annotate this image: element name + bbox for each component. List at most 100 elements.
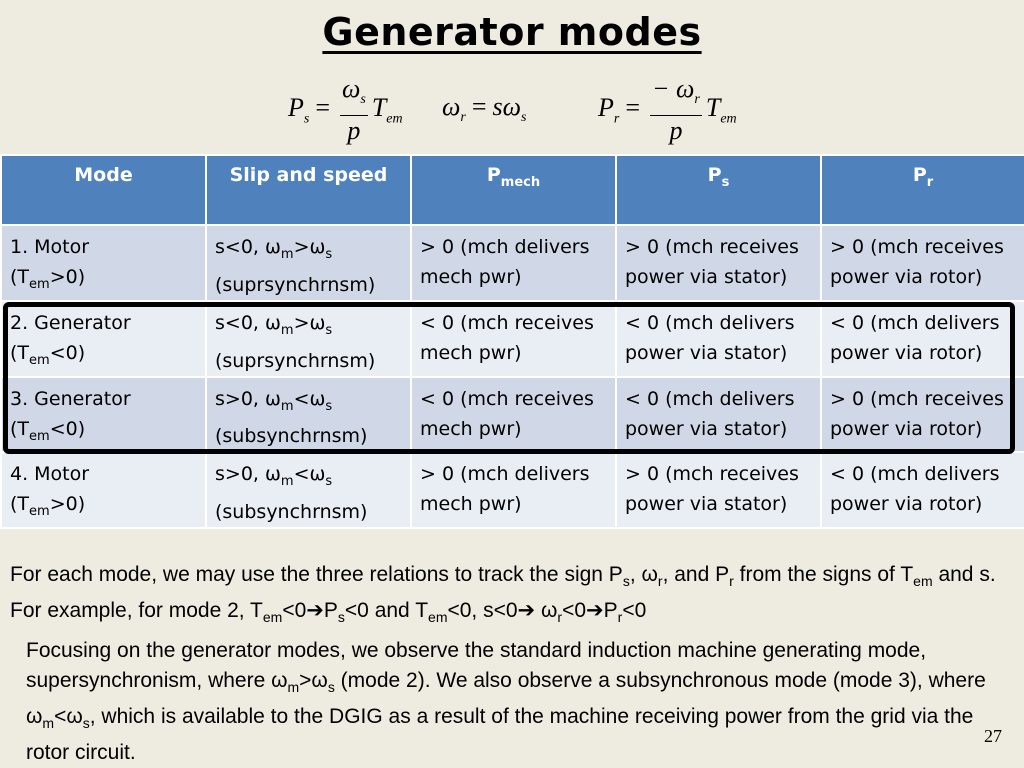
slip-a: s>0, ω — [215, 463, 281, 486]
p1-t1: For each mode, we may use the three rela… — [10, 563, 623, 586]
slip-a: s>0, ω — [215, 387, 281, 410]
p1-s4: em — [913, 573, 933, 590]
table-header-row: Mode Slip and speed Pmech Ps Pr — [0, 154, 1024, 226]
slip-sub-s: s — [325, 246, 333, 262]
cell-slip-speed: s>0, ωm<ωs(subsynchrnsm) — [205, 375, 412, 454]
eq1-lhs-sub: s — [303, 111, 310, 127]
slip-a: s<0, ω — [215, 311, 281, 334]
eq2-equals: = — [471, 92, 487, 121]
cell-pr: > 0 (mch receives power via rotor) — [820, 224, 1024, 302]
eq1-num-text: ω — [342, 74, 361, 103]
slip-b: <ω — [293, 387, 326, 410]
cell-ps: > 0 (mch receives power via stator) — [615, 224, 822, 302]
slip-regime: (suprsynchrnsm) — [215, 273, 376, 296]
mode-name: 4. Motor — [10, 463, 90, 486]
cell-pmech: > 0 (mch delivers mech pwr) — [410, 224, 617, 302]
header-pmech: Pmech — [410, 154, 617, 226]
eq3-lhs-sub: r — [613, 111, 620, 127]
eq3-torque-sub: em — [720, 111, 737, 127]
eq1-num-sub: s — [360, 92, 366, 108]
header-pr: Pr — [820, 154, 1024, 226]
p1-t8: <0 and T — [344, 599, 429, 623]
cell-ps: > 0 (mch receives power via stator) — [615, 451, 822, 530]
mode-name: 2. Generator — [10, 311, 131, 334]
p2-t2: >ω — [299, 669, 328, 692]
slip-sub-m: m — [280, 474, 294, 490]
p1-t12: P — [603, 599, 618, 623]
cell-pmech: < 0 (mch receives mech pwr) — [410, 375, 617, 454]
p1-s2: r — [657, 573, 663, 590]
mode-name: 1. Motor — [10, 236, 90, 258]
cell-slip-speed: s>0, ωm<ωs(subsynchrnsm) — [205, 451, 412, 530]
eq3-num-text: − ω — [652, 74, 695, 103]
header-pr-text: P — [912, 164, 927, 186]
eq3-numerator: − ωr — [650, 74, 702, 117]
p2-s1: m — [287, 679, 300, 696]
cell-mode: 3. Generator(Tem<0) — [0, 375, 207, 454]
explanation-paragraph: For each mode, we may use the three rela… — [10, 560, 1020, 632]
p1-t6: <0 — [282, 599, 307, 623]
p1-s8: em — [428, 609, 448, 626]
p2-t4: <ω — [54, 705, 83, 729]
slip-sub-m: m — [280, 398, 294, 414]
slip-b: >ω — [293, 311, 326, 334]
mode-torque-sub: em — [29, 504, 50, 520]
p1-s1: s — [622, 573, 630, 590]
cell-ps: < 0 (mch delivers power via stator) — [615, 299, 822, 378]
table-row: 2. Generator(Tem<0)s<0, ωm>ωs(suprsynchr… — [0, 299, 1024, 378]
eq2-rhs: sω — [492, 92, 521, 121]
mode-torque-sub: em — [29, 428, 50, 444]
eq3-equals: = — [625, 93, 641, 123]
header-ps-sub: s — [721, 174, 730, 190]
cell-pmech: < 0 (mch receives mech pwr) — [410, 299, 617, 378]
mode-torque-sign: >0) — [49, 266, 86, 288]
eq1-numerator: ωs — [340, 74, 368, 117]
eq1-torque-sub: em — [386, 111, 403, 127]
header-pr-sub: r — [926, 174, 934, 190]
arrow-icon: ➔ — [517, 599, 536, 623]
p1-s5: em — [262, 609, 283, 626]
p2-s4: s — [82, 715, 90, 732]
p1-t2: , ω — [629, 563, 658, 586]
p1-t5: and s. For example, for mode 2, T — [10, 563, 996, 623]
table-row: 3. Generator(Tem<0)s>0, ωm<ωs(subsynchrn… — [0, 375, 1024, 454]
mode-torque-prefix: (T — [10, 493, 30, 516]
p2-t5: , which is available to the DGIG as a re… — [26, 705, 974, 765]
mode-torque-sign: >0) — [49, 493, 86, 516]
eq1-equals: = — [315, 93, 331, 123]
eq1-torque: T — [371, 93, 387, 123]
p1-t9: <0, s<0 — [447, 599, 518, 623]
slip-regime: (subsynchrnsm) — [215, 501, 368, 524]
mode-torque-sub: em — [29, 352, 50, 368]
focus-paragraph: Focusing on the generator modes, we obse… — [26, 636, 986, 768]
eq2-rhs-sub: s — [520, 110, 527, 126]
header-slip-speed: Slip and speed — [205, 154, 412, 226]
cell-mode: 4. Motor (Tem>0) — [0, 451, 207, 530]
p2-t1: Focusing on the generator modes, we obse… — [26, 639, 927, 692]
p1-s10: r — [557, 609, 563, 626]
eq1-lhs: P — [288, 93, 304, 123]
mode-torque-sub: em — [29, 276, 50, 292]
eq1-denominator: p — [347, 116, 361, 146]
cell-pr: < 0 (mch delivers power via rotor) — [820, 451, 1024, 530]
header-ps-text: P — [707, 164, 722, 186]
equation-rotor-speed: ωr=sωs — [442, 92, 526, 126]
header-mode: Mode — [0, 154, 207, 226]
slip-sub-m: m — [280, 322, 294, 338]
cell-pmech: > 0 (mch delivers mech pwr) — [410, 451, 617, 530]
slip-sub-s: s — [325, 474, 333, 490]
eq3-torque: T — [705, 93, 721, 123]
mode-torque-sign: <0) — [49, 417, 86, 440]
mode-torque-prefix: (T — [10, 417, 30, 440]
header-ps: Ps — [615, 154, 822, 226]
cell-pr: < 0 (mch delivers power via rotor) — [820, 299, 1024, 378]
p1-t10: ω — [535, 599, 558, 623]
p2-s2: s — [327, 679, 335, 696]
p1-t4: from the signs of T — [733, 563, 914, 586]
p2-s3: m — [42, 715, 55, 732]
slip-regime: (subsynchrnsm) — [215, 425, 368, 448]
header-mode-text: Mode — [74, 164, 133, 186]
